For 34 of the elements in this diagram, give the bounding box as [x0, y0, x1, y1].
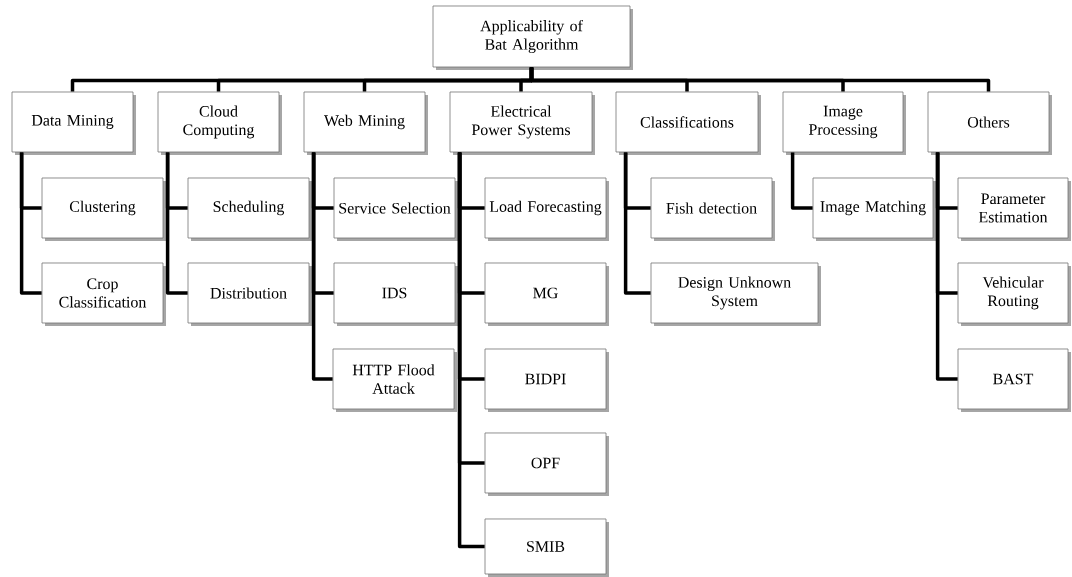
- item-box: Fish detection: [650, 177, 775, 241]
- item-box: Vehicular Routing: [957, 262, 1071, 326]
- connector-line: [623, 152, 651, 295]
- item-box: Crop Classification: [41, 262, 166, 326]
- connector-line: [457, 152, 485, 549]
- item-box: OPF: [484, 432, 609, 496]
- item-box: Load Forecasting: [484, 177, 609, 241]
- item-box: Parameter Estimation: [957, 177, 1071, 241]
- root-box: Applicability of Bat Algorithm: [432, 5, 633, 70]
- category-box: Cloud Computing: [157, 91, 282, 155]
- connector-line: [790, 152, 813, 210]
- item-box: Design Unknown System: [650, 262, 821, 326]
- category-box: Image Processing: [782, 91, 906, 155]
- item-box: Distribution: [187, 262, 312, 326]
- category-box: Web Mining: [303, 91, 428, 155]
- item-box: Service Selection: [333, 177, 458, 241]
- connector-line: [529, 67, 991, 92]
- connector-line: [165, 152, 188, 295]
- item-box: HTTP Flood Attack: [332, 348, 457, 412]
- connector-line: [935, 152, 958, 381]
- item-box: SMIB: [484, 518, 609, 577]
- item-box: MG: [484, 262, 609, 326]
- category-box: Others: [927, 91, 1052, 155]
- connector-line: [311, 152, 333, 381]
- item-box: Scheduling: [187, 177, 312, 241]
- category-box: Classifications: [615, 91, 761, 155]
- category-box: Electrical Power Systems: [449, 91, 595, 155]
- item-box: BIDPI: [484, 348, 609, 412]
- item-box: Clustering: [41, 177, 166, 241]
- item-box: IDS: [333, 262, 458, 326]
- item-box: Image Matching: [812, 177, 936, 241]
- item-box: BAST: [957, 348, 1071, 412]
- connector-line: [19, 152, 42, 295]
- category-box: Data Mining: [11, 91, 136, 155]
